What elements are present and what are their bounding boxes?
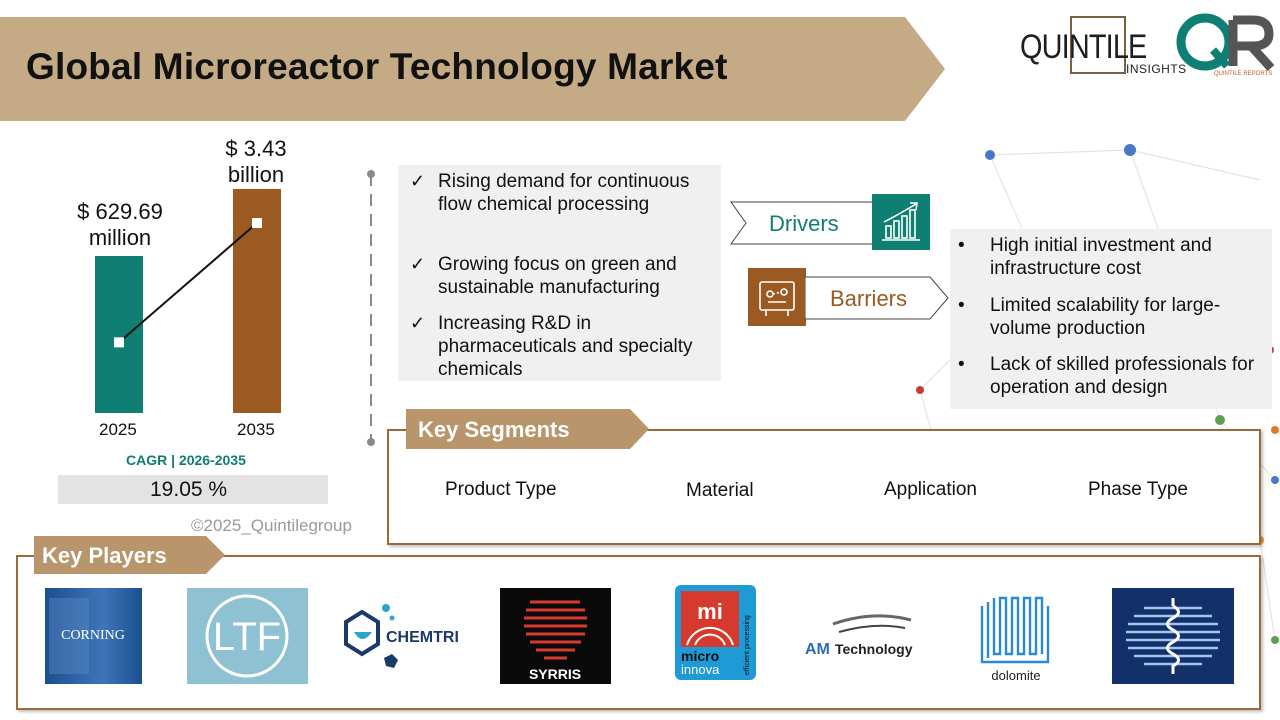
svg-text:Technology: Technology [835,641,913,657]
trend-marker-2035 [252,218,262,228]
checkmark-icon: ✓ [410,254,426,274]
qr-monogram-icon [1176,13,1275,72]
growth-chart-icon [872,194,930,250]
title-banner [0,17,945,121]
unknown-microreactor-logo [1112,588,1234,684]
barrier-item: •Lack of skilled professionals for opera… [958,354,1255,398]
page-title: Global Microreactor Technology Market [26,46,728,87]
key-segments-tag-shape [406,409,649,449]
barriers-list-box [950,229,1272,409]
market-size-chart [95,189,281,413]
svg-text:AM: AM [805,641,830,658]
drivers-label: Drivers [769,211,839,236]
segment-item: Material [686,480,754,501]
title-banner-shape [0,17,945,121]
quintile-logo: QUINTILE INSIGHTS QUINTILE REPORTS [1018,12,1280,82]
drivers-list-box [398,165,721,381]
key-players-tag-shape [34,536,225,574]
checkmark-icon: ✓ [410,313,426,333]
segment-item: Phase Type [1088,479,1189,500]
year-label-2025: 2025 [99,420,137,439]
svg-text:dolomite: dolomite [991,668,1040,683]
barrier-item: •High initial investment and infrastruct… [958,235,1212,279]
cagr-box [58,475,328,504]
microinnova-logo: mi micro innova efficient processing [675,585,756,680]
dolomite-logo: dolomite [958,588,1079,684]
checkmark-icon: ✓ [410,171,426,191]
key-segments-label: Key Segments [418,417,570,442]
timeline-divider [367,170,375,446]
svg-text:efficient processing: efficient processing [744,615,751,675]
syrris-logo: SYRRIS [500,588,611,684]
corning-logo: CORNING [45,588,142,684]
key-players-label: Key Players [42,543,167,568]
bullet-icon: • [958,235,965,256]
barrier-board-icon [748,268,806,326]
svg-text:SYRRIS: SYRRIS [529,666,581,682]
logo-tagline: QUINTILE REPORTS [1214,71,1273,77]
barriers-label: Barriers [830,286,908,311]
logo-frame [1070,16,1126,74]
logo-subtitle: INSIGHTS [1126,62,1187,76]
drivers-tag-shape [730,201,876,245]
key-segments-box [387,429,1261,545]
bar-2025 [95,256,143,413]
svg-text:LTF: LTF [213,615,281,659]
chemtrix-logo: CHEMTRI [340,588,464,684]
segment-item: Application [884,479,977,500]
am-technology-logo: AM Technology [803,588,924,684]
svg-text:CORNING: CORNING [61,628,125,643]
cagr-label: CAGR | 2026-2035 [126,452,246,468]
bullet-icon: • [958,354,965,375]
trend-line [118,222,258,344]
driver-item: ✓Growing focus on green and sustainable … [410,254,677,298]
copyright-text: ©2025_Quintilegroup [191,516,352,535]
ltf-logo: LTF [187,588,308,684]
driver-item: ✓Rising demand for continuous flow chemi… [410,171,690,215]
year-label-2035: 2035 [237,420,275,439]
bullet-icon: • [958,295,965,316]
svg-text:CHEMTRI: CHEMTRI [386,629,459,646]
driver-item: ✓Increasing R&D in pharmaceuticals and s… [410,313,693,380]
svg-text:micro: micro [681,648,719,664]
segment-item: Product Type [445,479,557,500]
cagr-value: 19.05 % [150,478,228,501]
barrier-item: •Limited scalability for large-volume pr… [958,295,1221,339]
svg-text:mi: mi [697,599,723,624]
barriers-tag-shape [805,276,949,320]
trend-marker-2025 [114,337,124,348]
svg-text:innova: innova [681,662,720,677]
logo-wordmark: QUINTILE [1020,28,1147,66]
